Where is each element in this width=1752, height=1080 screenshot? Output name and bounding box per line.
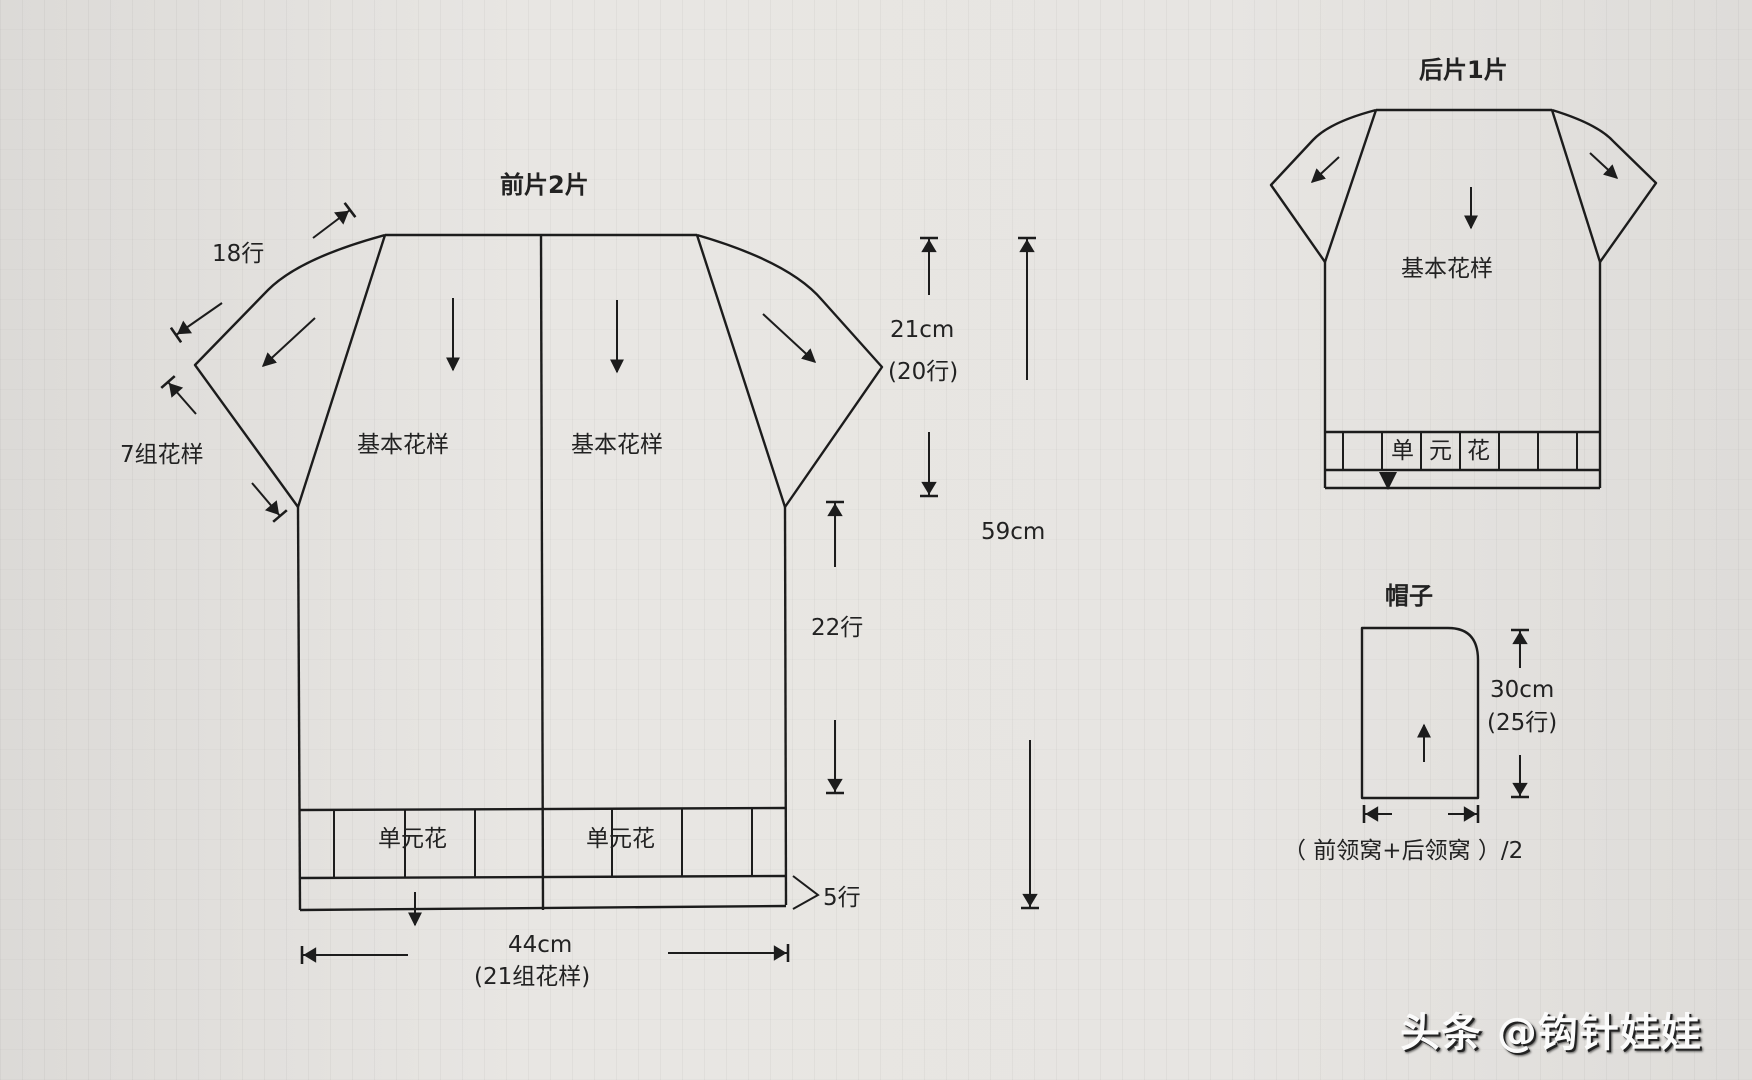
raglan-height-label: 21cm	[890, 317, 955, 343]
front-piece-outline	[193, 233, 884, 912]
sleeve-cap-rows-label: 18行	[212, 241, 265, 267]
front-piece-title: 前片2片	[500, 171, 589, 199]
hood-title: 帽子	[1385, 582, 1433, 610]
hood-height-label: 30cm	[1490, 677, 1555, 703]
hood-rows-label: (25行)	[1487, 710, 1558, 736]
back-ribbing-char-2: 元	[1429, 438, 1452, 464]
front-left-ribbing-label: 单元花	[378, 826, 447, 852]
hood-width-formula: （ 前领窝+后领窝 ）/2	[1283, 838, 1524, 864]
sleeve-width-label: 7组花样	[120, 442, 204, 468]
back-piece-outline	[1269, 108, 1658, 490]
watermark: 头条 @钩针娃娃	[1400, 1010, 1702, 1056]
total-length-label: 59cm	[981, 519, 1046, 545]
width-patterns-label: (21组花样)	[474, 964, 591, 990]
back-ribbing-char-1: 单	[1391, 438, 1414, 464]
front-direction-arrows	[261, 298, 817, 927]
front-dimension-arrows	[160, 202, 1039, 964]
width-label: 44cm	[508, 932, 573, 958]
raglan-rows-label: (20行)	[888, 359, 959, 385]
back-direction-arrows	[1310, 152, 1619, 490]
front-left-pattern-label: 基本花样	[357, 432, 449, 458]
hem-rows-label: 5行	[823, 885, 861, 911]
back-piece-title: 后片1片	[1419, 56, 1508, 84]
front-right-pattern-label: 基本花样	[571, 432, 663, 458]
hood-outline	[1360, 626, 1529, 823]
body-rows-label: 22行	[811, 615, 864, 641]
back-ribbing-char-3: 花	[1467, 438, 1490, 464]
front-right-ribbing-label: 单元花	[586, 826, 655, 852]
back-pattern-label: 基本花样	[1401, 256, 1493, 282]
